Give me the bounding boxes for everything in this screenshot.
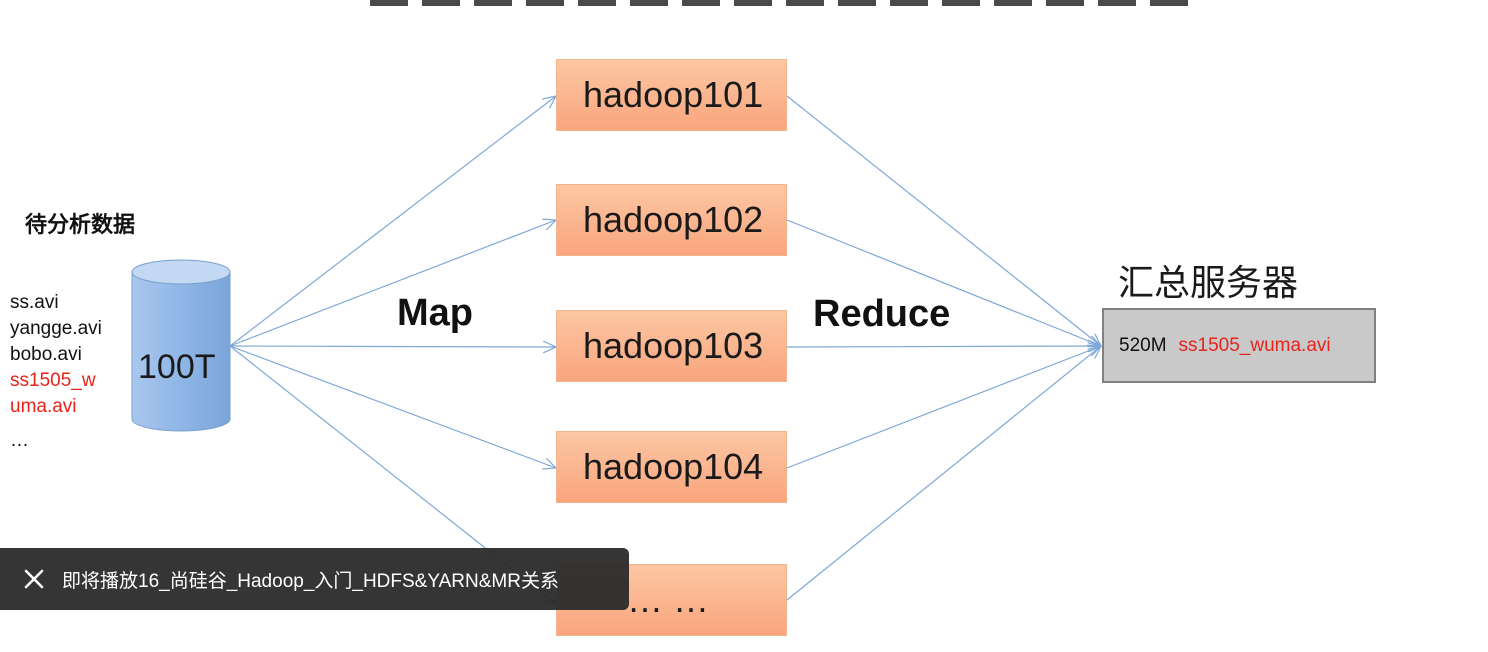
file-item: bobo.avi <box>10 344 82 365</box>
reduce-arrow-2 <box>786 219 1101 346</box>
result-size: 520M <box>1119 334 1167 356</box>
map-arrow-1 <box>229 96 556 347</box>
hadoop-node-4: hadoop104 <box>556 431 787 503</box>
up-next-text[interactable]: 即将播放16_尚硅谷_Hadoop_入门_HDFS&YARN&MR关系 <box>62 570 559 592</box>
database-cylinder-icon <box>131 259 231 432</box>
close-icon[interactable] <box>23 568 45 590</box>
file-item: yangge.avi <box>10 318 102 339</box>
hadoop-node-1: hadoop101 <box>556 59 787 131</box>
result-file: ss1505_wuma.avi <box>1178 334 1331 356</box>
reduce-phase-label: Reduce <box>813 293 951 335</box>
hadoop-node-3: hadoop103 <box>556 310 787 382</box>
file-item: ss.avi <box>10 292 59 313</box>
file-item-highlight: ss1505_w <box>10 370 96 391</box>
map-arrow-4 <box>229 345 556 468</box>
pending-data-title: 待分析数据 <box>25 212 136 237</box>
reduce-arrow-5 <box>786 346 1101 601</box>
map-arrow-3 <box>229 346 556 347</box>
reduce-arrow-3 <box>786 346 1101 347</box>
summary-server-box: 520M ss1505_wuma.avi <box>1102 308 1376 383</box>
map-phase-label: Map <box>397 292 473 334</box>
summary-server-title: 汇总服务器 <box>1118 262 1299 303</box>
map-arrow-2 <box>229 220 556 347</box>
file-item-highlight: uma.avi <box>10 396 77 417</box>
file-item-ellipsis: … <box>10 430 29 451</box>
reduce-arrow-4 <box>786 346 1101 469</box>
reduce-arrow-1 <box>786 95 1101 346</box>
storage-size-label: 100T <box>138 348 216 386</box>
cropped-title-strip <box>370 0 1190 6</box>
hadoop-node-2: hadoop102 <box>556 184 787 256</box>
up-next-toast: 即将播放16_尚硅谷_Hadoop_入门_HDFS&YARN&MR关系 <box>0 548 629 610</box>
